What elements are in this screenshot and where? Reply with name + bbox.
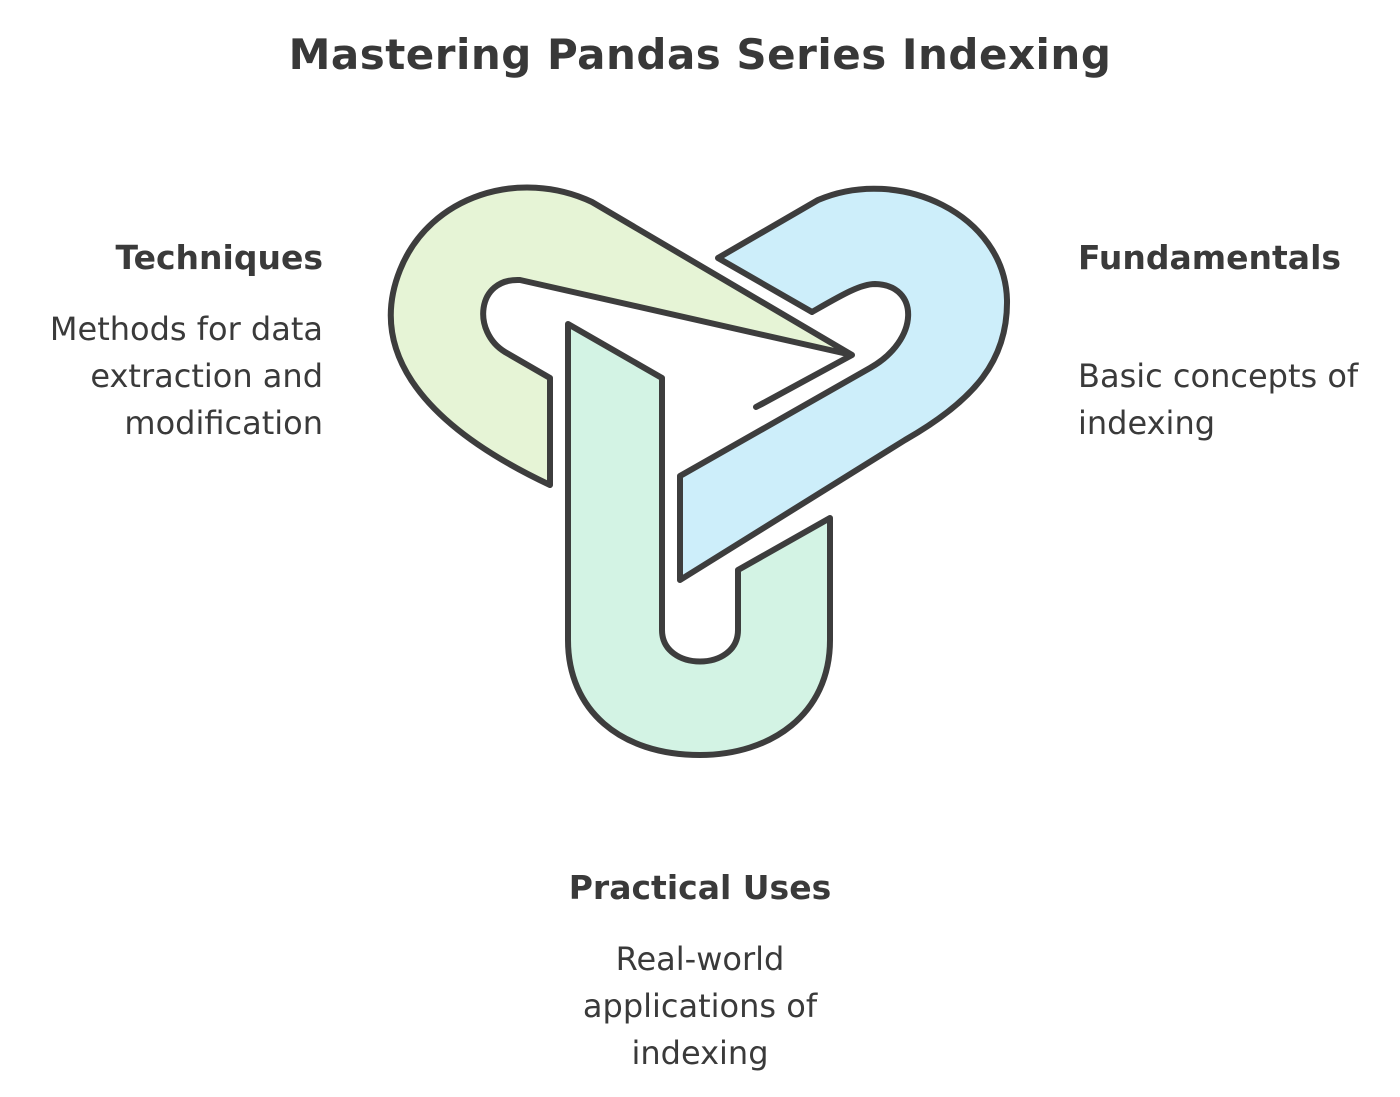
techniques-heading: Techniques: [115, 238, 323, 277]
practical-uses-description: Real-world applications of indexing: [582, 940, 818, 1072]
practical-uses-band: [565, 321, 833, 758]
practical-uses-node: Practical Uses Real-world applications o…: [520, 868, 880, 1077]
practical-uses-heading: Practical Uses: [568, 868, 832, 907]
diagram-title: Mastering Pandas Series Indexing: [288, 30, 1112, 79]
techniques-band: [387, 184, 855, 488]
fundamentals-band: [677, 185, 1011, 583]
fundamentals-node: Fundamentals Basic concepts of indexing: [1078, 238, 1378, 447]
fundamentals-description: Basic concepts of indexing: [1078, 357, 1359, 442]
techniques-description: Methods for data extraction and modifica…: [49, 310, 323, 442]
fundamentals-heading: Fundamentals: [1078, 238, 1342, 277]
techniques-node: Techniques Methods for data extraction a…: [20, 238, 323, 447]
